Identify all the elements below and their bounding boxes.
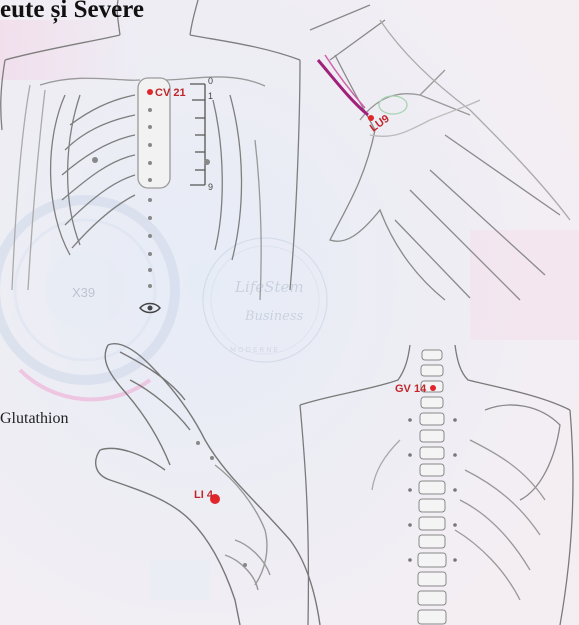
watermark-ring-text: MODERNE [230,346,280,354]
gv14-label: GV 14 [395,383,427,395]
ruler-tick-1: 1 [208,91,213,101]
page-title: eute și Severe [0,0,144,24]
cv21-point [147,89,153,95]
ruler-tick-0: 0 [208,76,213,86]
caption-text: Glutathion [0,410,68,428]
navel-dot [148,306,153,311]
li4-label: LI 4 [194,489,214,501]
watermark-line2: Business [244,309,303,324]
ruler-tick-9: 9 [208,182,213,192]
hud-label: X39 [72,285,95,300]
hand-shadow [150,560,210,600]
pink-glow-right [470,230,579,340]
watermark-line1: LifeStem [234,278,304,296]
cv21-label: CV 21 [155,87,186,99]
gv14-point [430,385,436,391]
